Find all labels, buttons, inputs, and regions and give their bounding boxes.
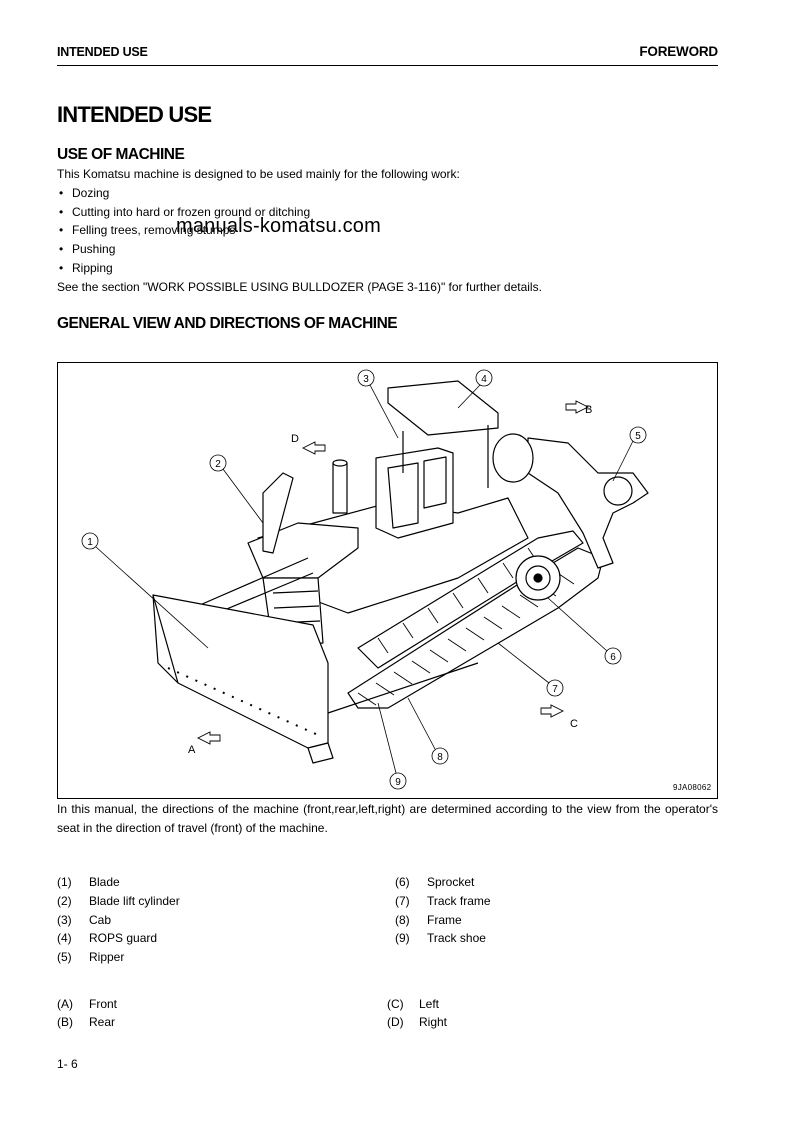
- part-number: (9): [395, 931, 410, 945]
- direction-item: (B) Rear: [57, 1015, 115, 1029]
- callout-3: 3: [363, 374, 369, 385]
- part-number: (3): [57, 913, 72, 927]
- callout-1: 1: [87, 537, 93, 548]
- direction-c: C: [570, 718, 578, 730]
- part-name: Cab: [89, 913, 112, 927]
- part-number: (8): [395, 913, 410, 927]
- part-number: (2): [57, 894, 72, 908]
- direction-name: Right: [419, 1015, 448, 1029]
- watermark: manuals-komatsu.com: [176, 215, 381, 237]
- header-section: INTENDED USE: [57, 45, 148, 59]
- bullet-text: Ripping: [72, 261, 113, 275]
- part-name: Blade lift cylinder: [89, 894, 180, 908]
- part-item: (4) ROPS guard: [57, 931, 157, 945]
- part-number: (6): [395, 875, 410, 889]
- part-number: (4): [57, 931, 72, 945]
- bullet-text: Cutting into hard or frozen ground or di…: [72, 205, 311, 219]
- callout-8: 8: [437, 752, 443, 763]
- bullet-item: Ripping: [57, 261, 113, 275]
- see-also-text: See the section "WORK POSSIBLE USING BUL…: [57, 280, 542, 294]
- direction-name: Left: [419, 997, 440, 1011]
- use-intro: This Komatsu machine is designed to be u…: [57, 167, 460, 181]
- bullet-item: Pushing: [57, 242, 115, 256]
- callout-6: 6: [610, 652, 616, 663]
- header-chapter: FOREWORD: [639, 44, 718, 59]
- part-item: (5) Ripper: [57, 950, 124, 964]
- direction-item: (D) Right: [387, 1015, 447, 1029]
- bullet-item: Dozing: [57, 186, 109, 200]
- bullet-item: Felling trees, removing stumps: [57, 223, 235, 237]
- page-number: 1- 6: [57, 1057, 78, 1071]
- page-title: INTENDED USE: [57, 102, 212, 127]
- direction-a: A: [188, 744, 196, 756]
- machine-figure: 1 2 3 4 5 6 7 8 9 A B C D: [57, 362, 718, 799]
- direction-name: Rear: [89, 1015, 116, 1029]
- callout-9: 9: [395, 777, 401, 788]
- bulldozer-illustration: 1 2 3 4 5 6 7 8 9 A B C D: [81, 369, 649, 790]
- part-number: (1): [57, 875, 72, 889]
- header-rule: [57, 65, 718, 66]
- callout-4: 4: [481, 374, 487, 385]
- part-name: ROPS guard: [89, 931, 158, 945]
- directions-description: In this manual, the directions of the ma…: [57, 802, 718, 835]
- part-item: (9) Track shoe: [395, 931, 486, 945]
- part-name: Track frame: [427, 894, 491, 908]
- part-name: Track shoe: [427, 931, 486, 945]
- bullet-text: Felling trees, removing stumps: [72, 223, 236, 237]
- bullet-item: Cutting into hard or frozen ground or di…: [57, 205, 310, 219]
- use-of-machine-heading: USE OF MACHINE: [57, 146, 185, 163]
- part-item: (6) Sprocket: [395, 875, 474, 889]
- direction-item: (C) Left: [387, 997, 439, 1011]
- direction-letter: (C): [387, 997, 404, 1011]
- direction-letter: (A): [57, 997, 73, 1011]
- direction-item: (A) Front: [57, 997, 117, 1011]
- direction-name: Front: [89, 997, 118, 1011]
- bullet-text: Dozing: [72, 186, 110, 200]
- callout-7: 7: [552, 684, 558, 695]
- part-item: (1) Blade: [57, 875, 120, 889]
- part-item: (8) Frame: [395, 913, 462, 927]
- general-view-heading: GENERAL VIEW AND DIRECTIONS OF MACHINE: [57, 315, 398, 332]
- direction-letter: (D): [387, 1015, 404, 1029]
- part-number: (7): [395, 894, 410, 908]
- part-name: Frame: [427, 913, 462, 927]
- part-item: (2) Blade lift cylinder: [57, 894, 180, 908]
- figure-code: 9JA08062: [673, 783, 712, 792]
- direction-b: B: [585, 404, 592, 416]
- part-item: (3) Cab: [57, 913, 111, 927]
- part-name: Sprocket: [427, 875, 475, 889]
- direction-d: D: [291, 433, 299, 445]
- bullet-text: Pushing: [72, 242, 116, 256]
- part-name: Ripper: [89, 950, 125, 964]
- callout-5: 5: [635, 431, 641, 442]
- part-item: (7) Track frame: [395, 894, 491, 908]
- part-name: Blade: [89, 875, 120, 889]
- part-number: (5): [57, 950, 72, 964]
- callout-2: 2: [215, 459, 221, 470]
- direction-letter: (B): [57, 1015, 73, 1029]
